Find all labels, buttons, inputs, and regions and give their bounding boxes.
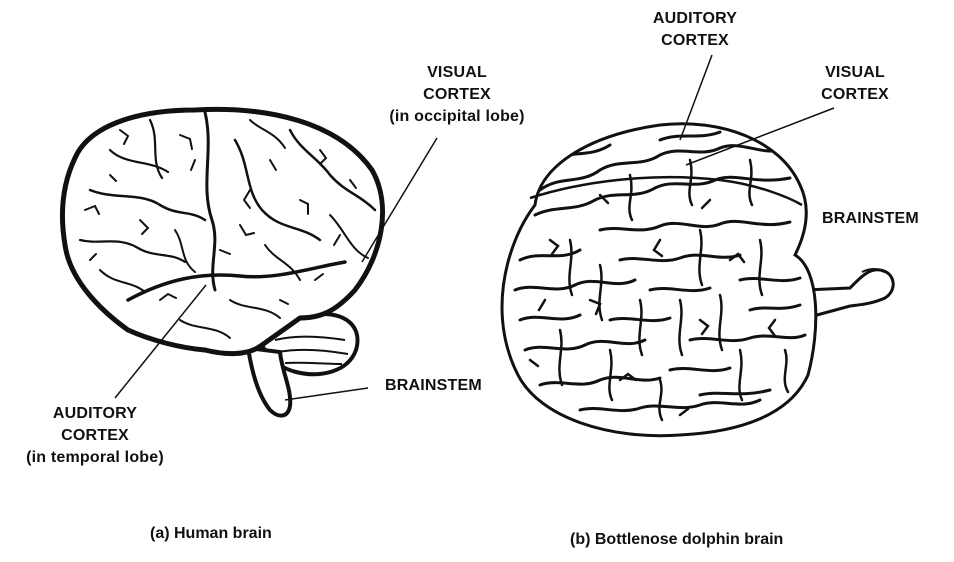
dolphin-auditory-cortex-label: AUDITORY CORTEX	[620, 8, 770, 52]
human-auditory-cortex-line1: AUDITORY	[10, 403, 180, 425]
human-visual-cortex-line3: (in occipital lobe)	[372, 106, 542, 128]
human-brainstem-label: BRAINSTEM	[385, 375, 482, 397]
dolphin-brainstem-label: BRAINSTEM	[822, 208, 919, 230]
dolphin-brain-caption: (b) Bottlenose dolphin brain	[570, 531, 783, 549]
human-visual-cortex-line1: VISUAL	[372, 62, 542, 84]
human-visual-cortex-label: VISUAL CORTEX (in occipital lobe)	[372, 62, 542, 128]
dolphin-visual-cortex-label: VISUAL CORTEX	[790, 62, 920, 106]
human-auditory-cortex-label: AUDITORY CORTEX (in temporal lobe)	[10, 403, 180, 469]
human-visual-cortex-line2: CORTEX	[372, 84, 542, 106]
human-brain-drawing	[62, 109, 382, 415]
human-brainstem-leader	[285, 388, 368, 400]
dolphin-brainstem	[805, 270, 893, 318]
dolphin-auditory-cortex-line1: AUDITORY	[620, 8, 770, 30]
human-auditory-cortex-line2: CORTEX	[10, 425, 180, 447]
human-auditory-cortex-line3: (in temporal lobe)	[10, 447, 180, 469]
human-brain-caption: (a) Human brain	[150, 525, 272, 543]
dolphin-visual-cortex-line1: VISUAL	[790, 62, 920, 84]
dolphin-brain-drawing	[502, 124, 893, 436]
dolphin-visual-cortex-line2: CORTEX	[790, 84, 920, 106]
dolphin-auditory-cortex-line2: CORTEX	[620, 30, 770, 52]
